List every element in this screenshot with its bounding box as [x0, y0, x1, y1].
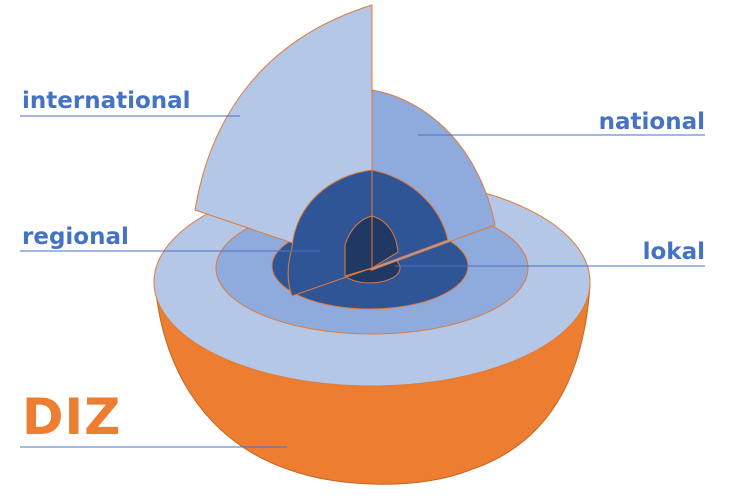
label-national: national: [598, 109, 705, 135]
label-lokal: lokal: [642, 239, 705, 265]
label-international: international: [22, 88, 191, 114]
label-diz: DIZ: [22, 388, 122, 446]
label-regional: regional: [22, 224, 129, 250]
lokal-dome-right: [371, 215, 399, 269]
